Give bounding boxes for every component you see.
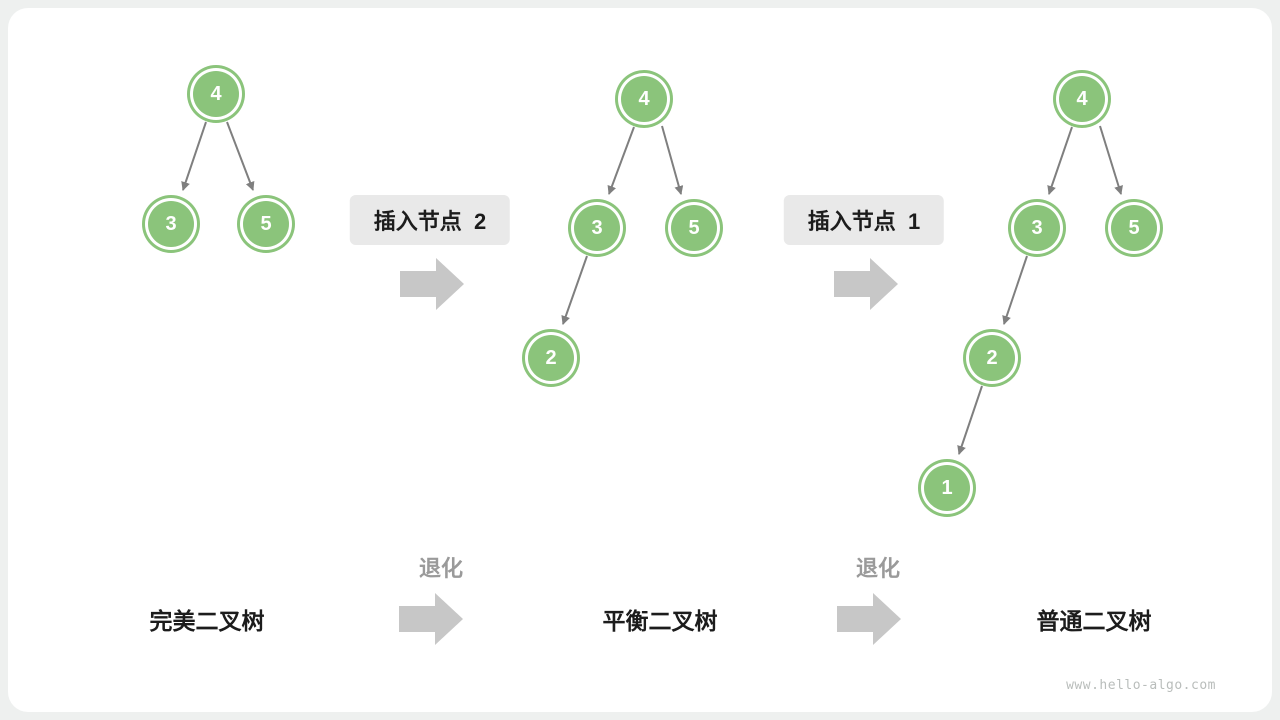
tree1-node-4: 4: [193, 71, 239, 117]
watermark-url: www.hello-algo.com: [1066, 678, 1216, 693]
diagram-card: [8, 8, 1272, 712]
balanced-tree-caption: 平衡二叉树: [602, 608, 718, 634]
tree2-node-2: 2: [528, 335, 574, 381]
tree1-node-3: 3: [148, 201, 194, 247]
tree3-node-4: 4: [1059, 76, 1105, 122]
tree2-node-4: 4: [621, 76, 667, 122]
degrade-label-2: 退化: [855, 556, 901, 581]
tree2-node-5: 5: [671, 205, 717, 251]
tree3-node-3: 3: [1014, 205, 1060, 251]
tree3-node-5: 5: [1111, 205, 1157, 251]
ordinary-tree-caption: 普通二叉树: [1036, 608, 1152, 634]
insert-node-2-label: 插入节点 2: [349, 195, 511, 245]
tree3-node-2: 2: [969, 335, 1015, 381]
tree3-node-1: 1: [924, 465, 970, 511]
insert-node-1-label: 插入节点 1: [783, 195, 945, 245]
perfect-tree-caption: 完美二叉树: [149, 608, 265, 634]
degrade-label-1: 退化: [418, 556, 464, 581]
tree2-node-3: 3: [574, 205, 620, 251]
tree1-node-5: 5: [243, 201, 289, 247]
